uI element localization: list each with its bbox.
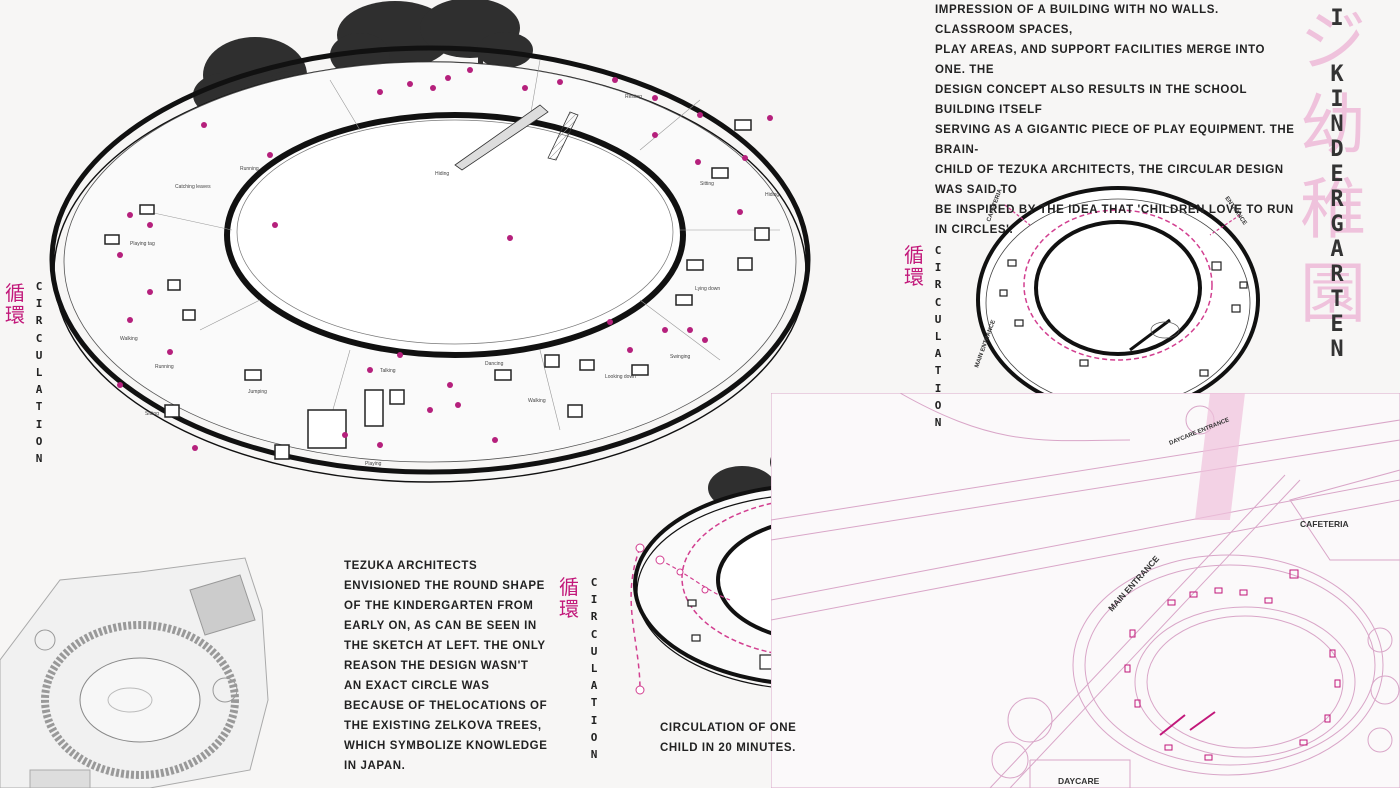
- svg-text:Talking: Talking: [380, 368, 396, 374]
- label-small-main-entrance: MAIN ENTRANCE: [974, 319, 997, 368]
- svg-text:Lying down: Lying down: [695, 286, 720, 292]
- svg-text:Sitting: Sitting: [145, 411, 159, 417]
- label-daycare-entrance: DAYCARE ENTRANCE: [1169, 417, 1231, 447]
- circulation-kanji-right: 循環: [904, 243, 924, 289]
- svg-text:Resting: Resting: [625, 94, 642, 100]
- circulation-plan-ring: [976, 186, 1260, 414]
- circulation-label-left: CIRCULATION: [35, 280, 43, 466]
- site-plan: [771, 393, 1400, 788]
- svg-text:Playing tag: Playing tag: [130, 241, 155, 247]
- circulation-kanji-center: 循環: [559, 575, 579, 621]
- svg-text:Hiding: Hiding: [435, 171, 449, 177]
- svg-text:Sitting: Sitting: [700, 181, 714, 187]
- svg-text:Walking: Walking: [528, 398, 546, 404]
- kindergarten-kanji-title: ジ幼稚園: [1300, 3, 1366, 332]
- svg-text:Running: Running: [155, 364, 174, 370]
- svg-text:Hiding: Hiding: [765, 192, 779, 198]
- child-figures: [117, 67, 773, 451]
- label-small-cafeteria: CAFETERIA: [986, 188, 1004, 223]
- circulation-kanji-left: 循環: [5, 281, 25, 327]
- circulation-label-right: CIRCULATION: [934, 244, 942, 430]
- early-design-sketch: [0, 557, 269, 788]
- svg-text:Swinging: Swinging: [670, 354, 691, 360]
- svg-text:Looking down: Looking down: [605, 374, 636, 380]
- svg-text:Jumping: Jumping: [248, 389, 267, 395]
- label-main-entrance: MAIN ENTRANCE: [1106, 553, 1161, 613]
- label-cafeteria: CAFETERIA: [1300, 519, 1349, 529]
- label-daycare: DAYCARE: [1058, 776, 1100, 786]
- circulation-label-center: CIRCULATION: [590, 576, 598, 762]
- intro-paragraph: IMPRESSION OF A BUILDING WITH NO WALLS. …: [935, 4, 1295, 236]
- svg-text:Walking: Walking: [120, 336, 138, 342]
- circulation-caption: CIRCULATION OF ONE CHILD IN 20 MINUTES.: [660, 722, 797, 754]
- kindergarten-vertical-title: KINDERGARTEN: [1330, 62, 1344, 362]
- svg-text:Playing: Playing: [365, 461, 382, 467]
- svg-text:Running: Running: [240, 166, 259, 172]
- svg-text:Catching leaves: Catching leaves: [175, 184, 211, 190]
- svg-text:Dancing: Dancing: [485, 361, 504, 367]
- label-small-entrance: ENTRANCE: [1223, 196, 1247, 227]
- vertical-I: I: [1330, 6, 1344, 31]
- sketch-note: TEZUKA ARCHITECTS ENVISIONED THE ROUND S…: [344, 560, 548, 772]
